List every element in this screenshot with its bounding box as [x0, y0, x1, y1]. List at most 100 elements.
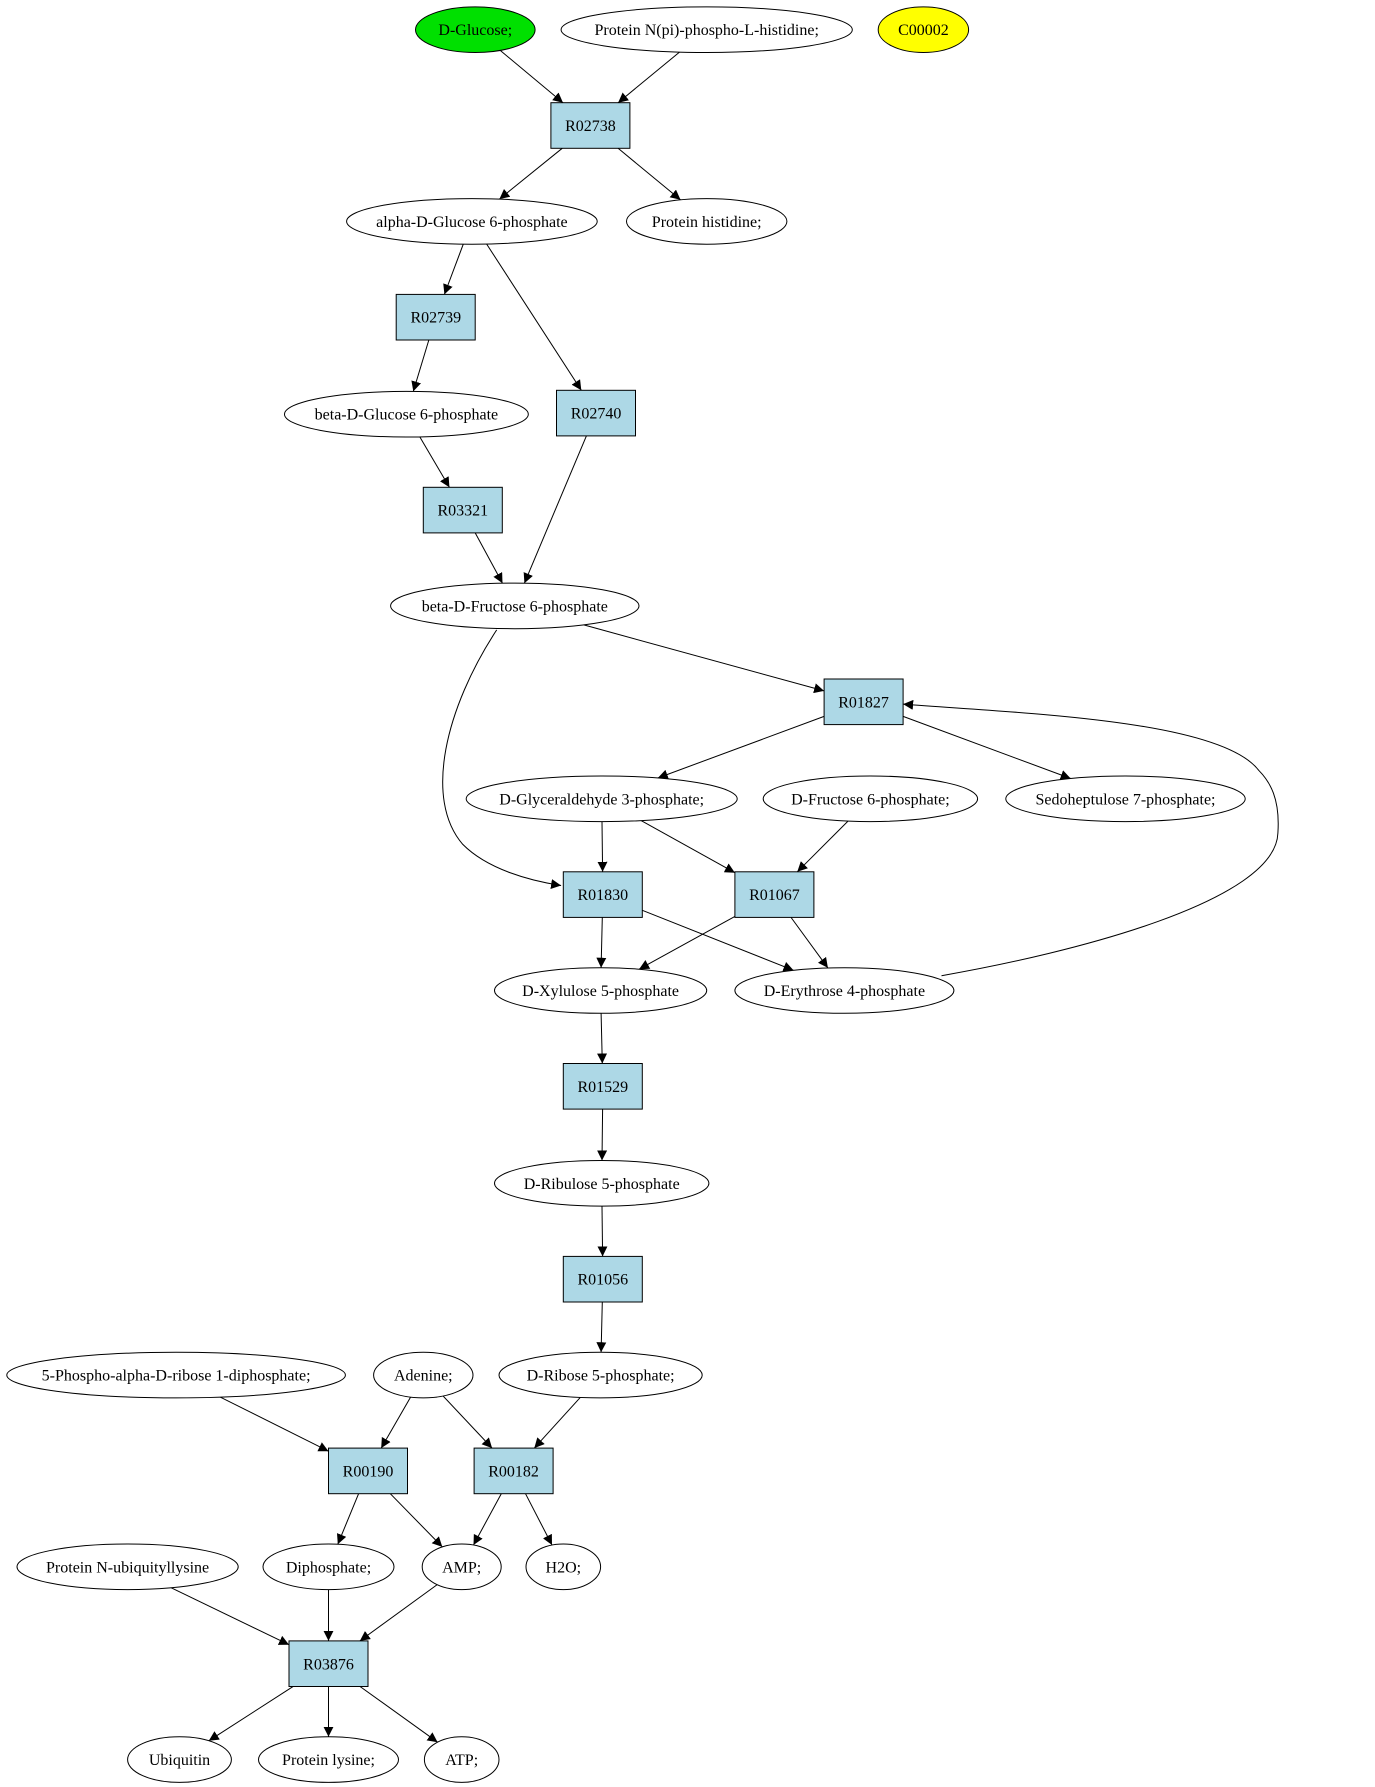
edge-ag6p-to-r02739: [443, 243, 464, 295]
edge-r02739-to-bg6p: [411, 339, 430, 392]
node-label: R01056: [577, 1272, 628, 1289]
edges-layer: [170, 50, 1279, 1743]
compound-ellipse: [498, 1351, 703, 1399]
compound-ellipse: [877, 6, 970, 53]
node-label: R01067: [749, 887, 800, 904]
compound-node-df6p: D-Fructose 6-phosphate;: [762, 775, 979, 823]
reaction-node-r01830: R01830: [562, 871, 643, 918]
compound-node-h2o: H2O;: [525, 1543, 602, 1591]
edge-adenine-to-r00190: [380, 1396, 412, 1449]
compound-ellipse: [525, 1543, 602, 1591]
compound-node-amp: AMP;: [421, 1543, 502, 1591]
edge-r02738-to-ag6p: [499, 147, 563, 200]
node-label: beta-D-Glucose 6-phosphate: [315, 407, 499, 424]
reaction-box: [288, 1640, 369, 1688]
node-label: ATP;: [445, 1752, 478, 1769]
compound-ellipse: [423, 1736, 500, 1783]
edge-r01827-to-g3p: [657, 715, 825, 780]
node-label: Protein lysine;: [282, 1752, 375, 1769]
node-label: Sedoheptulose 7-phosphate;: [1036, 791, 1216, 808]
node-label: alpha-D-Glucose 6-phosphate: [376, 214, 568, 231]
node-label: D-Erythrose 4-phosphate: [764, 983, 925, 1000]
node-label: R01529: [577, 1079, 628, 1096]
reaction-box: [556, 389, 636, 437]
node-label: Ubiquitin: [149, 1752, 210, 1769]
edge-prpp-to-r00190: [219, 1396, 329, 1452]
edge-adenine-to-r00182: [442, 1395, 493, 1449]
compound-ellipse: [560, 6, 853, 53]
node-label: R02740: [571, 406, 622, 423]
reaction-box: [562, 1255, 643, 1303]
edge-r03876-to-atp: [359, 1686, 438, 1743]
nodes-layer: D-Glucose; Protein N(pi)-phospho-L-histid…: [6, 6, 1246, 1783]
edge-ru5p-to-r01056: [597, 1206, 608, 1257]
edge-protein_npi-to-r02738: [617, 51, 680, 104]
compound-node-ru5p: D-Ribulose 5-phosphate: [494, 1160, 710, 1207]
edge-r01067-to-x5p: [638, 915, 736, 970]
edge-r02740-to-bf6p: [523, 435, 587, 584]
reaction-node-r02740: R02740: [556, 389, 636, 437]
compound-node-adenine: Adenine;: [373, 1351, 474, 1399]
reaction-node-r01067: R01067: [734, 871, 815, 918]
compound-ellipse: [762, 775, 979, 823]
node-label: R02738: [565, 118, 616, 135]
edge-bf6p-to-r01827: [583, 624, 825, 694]
node-label: R01830: [577, 887, 628, 904]
edge-g3p-to-r01830: [597, 821, 608, 872]
node-label: R00190: [343, 1463, 394, 1480]
compound-node-protein-npi: Protein N(pi)-phospho-L-histidine;: [560, 6, 853, 53]
reaction-box: [550, 102, 631, 149]
node-label: beta-D-Fructose 6-phosphate: [422, 598, 608, 615]
node-label: 5-Phospho-alpha-D-ribose 1-diphosphate;: [42, 1368, 311, 1385]
compound-ellipse: [465, 775, 738, 823]
reaction-node-r02738: R02738: [550, 102, 631, 149]
edge-r00182-to-h2o: [525, 1493, 553, 1546]
edge-r01067-to-e4p: [790, 917, 829, 969]
edge-r01056-to-r5p: [596, 1301, 607, 1353]
edge-r00190-to-diphosphate: [336, 1493, 360, 1545]
edge-r03876-to-ubiquitin: [208, 1686, 294, 1742]
compound-ellipse: [415, 6, 536, 53]
compound-ellipse: [6, 1351, 346, 1399]
edge-bg6p-to-r03321: [419, 436, 450, 488]
compound-ellipse: [127, 1736, 232, 1783]
node-label: D-Glucose;: [438, 22, 512, 39]
compound-ellipse: [421, 1543, 502, 1591]
node-label: R00182: [488, 1463, 539, 1480]
edge-r00182-to-amp: [473, 1493, 502, 1546]
node-label: R01827: [838, 694, 889, 711]
reaction-node-r03321: R03321: [422, 486, 503, 534]
compound-node-x5p: D-Xylulose 5-phosphate: [493, 967, 708, 1014]
compound-ellipse: [734, 967, 955, 1014]
reaction-box: [328, 1447, 408, 1495]
compound-node-prpp: 5-Phospho-alpha-D-ribose 1-diphosphate;: [6, 1351, 346, 1399]
node-label: H2O;: [546, 1559, 582, 1576]
compound-ellipse: [626, 198, 788, 245]
compound-node-g3p: D-Glyceraldehyde 3-phosphate;: [465, 775, 738, 823]
edge-r00190-to-amp: [389, 1493, 443, 1548]
edge-prot_ubq-to-r03876: [170, 1587, 290, 1646]
compound-node-d-glucose: D-Glucose;: [415, 6, 536, 53]
compound-ellipse: [262, 1543, 395, 1591]
node-label: C00002: [898, 22, 949, 39]
edge-bf6p-to-r01830: [442, 629, 562, 889]
compound-ellipse: [284, 390, 529, 438]
compound-ellipse: [258, 1736, 399, 1783]
edge-x5p-to-r01529: [597, 1013, 608, 1064]
node-label: Diphosphate;: [286, 1559, 371, 1576]
edge-df6p-to-r01067: [796, 820, 849, 873]
compound-node-r5p: D-Ribose 5-phosphate;: [498, 1351, 703, 1399]
reaction-box: [395, 293, 476, 341]
edge-r01827-to-s7p: [902, 715, 1071, 780]
compound-ellipse: [16, 1543, 239, 1591]
reaction-node-r01529: R01529: [562, 1063, 643, 1110]
node-label: Protein N-ubiquityllysine: [46, 1559, 209, 1576]
compound-node-bf6p: beta-D-Fructose 6-phosphate: [390, 582, 640, 630]
node-label: D-Ribulose 5-phosphate: [524, 1176, 680, 1193]
reaction-node-r01827: R01827: [823, 678, 904, 726]
edge-amp-to-r03876: [359, 1584, 438, 1642]
reaction-node-r00190: R00190: [328, 1447, 408, 1495]
compound-node-prot-ubq: Protein N-ubiquityllysine: [16, 1543, 239, 1591]
edge-r02738-to-prot_his: [617, 147, 681, 201]
edge-ag6p-to-r02740: [486, 243, 582, 391]
